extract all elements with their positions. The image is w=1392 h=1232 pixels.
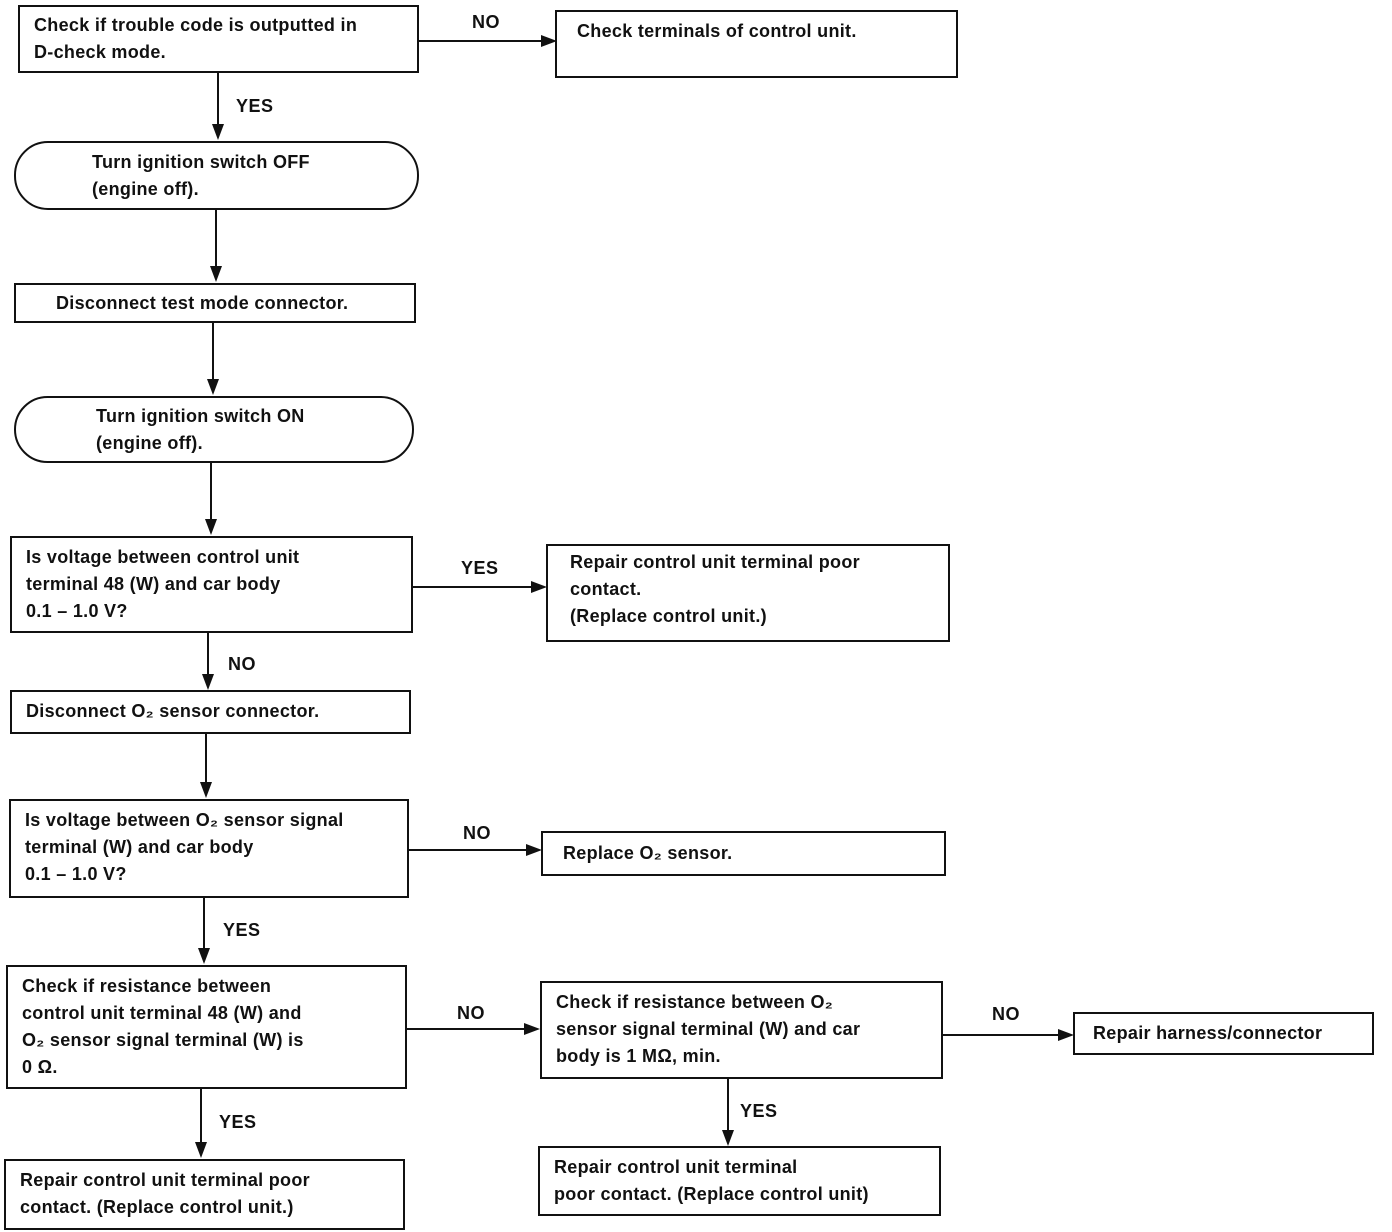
edge-label-yes: YES <box>740 1101 778 1121</box>
edge-label-yes: YES <box>223 920 261 940</box>
arrowhead <box>207 379 219 395</box>
edge-label-yes: YES <box>236 96 274 116</box>
edge-label-no: NO <box>463 823 491 843</box>
arrowhead <box>526 844 542 856</box>
arrowhead <box>541 35 557 47</box>
edge-label-no: NO <box>457 1003 485 1023</box>
disconnect-test-mode-box: Disconnect test mode connector. <box>14 283 416 323</box>
ignition-off-box: Turn ignition switch OFF (engine off). <box>14 141 419 210</box>
repair-poor-contact-3-box: Repair control unit terminal poor contac… <box>538 1146 941 1216</box>
arrowhead <box>531 581 547 593</box>
arrowhead <box>205 519 217 535</box>
edge-label-no: NO <box>992 1004 1020 1024</box>
arrowhead <box>210 266 222 282</box>
check-trouble-code-box: Check if trouble code is outputted in D-… <box>18 5 419 73</box>
arrowhead <box>722 1130 734 1146</box>
arrowhead <box>198 948 210 964</box>
repair-harness-box: Repair harness/connector <box>1073 1012 1374 1055</box>
repair-poor-contact-2-box: Repair control unit terminal poor contac… <box>4 1159 405 1230</box>
edge-label-yes: YES <box>461 558 499 578</box>
arrowhead <box>202 674 214 690</box>
voltage-terminal-48-box: Is voltage between control unit terminal… <box>10 536 413 633</box>
arrowhead <box>524 1023 540 1035</box>
edge-label-no: NO <box>228 654 256 674</box>
voltage-o2-signal-box: Is voltage between O₂ sensor signal term… <box>9 799 409 898</box>
resistance-48-o2-box: Check if resistance between control unit… <box>6 965 407 1089</box>
replace-o2-box: Replace O₂ sensor. <box>541 831 946 876</box>
resistance-o2-body-box: Check if resistance between O₂ sensor si… <box>540 981 943 1079</box>
ignition-on-box: Turn ignition switch ON (engine off). <box>14 396 414 463</box>
arrowhead <box>212 124 224 140</box>
arrowhead <box>195 1142 207 1158</box>
arrowhead <box>200 782 212 798</box>
disconnect-o2-box: Disconnect O₂ sensor connector. <box>10 690 411 734</box>
arrowhead <box>1058 1029 1074 1041</box>
edge-label-yes: YES <box>219 1112 257 1132</box>
check-terminals-box: Check terminals of control unit. <box>555 10 958 78</box>
edge-label-no: NO <box>472 12 500 32</box>
repair-poor-contact-1-box: Repair control unit terminal poor contac… <box>546 544 950 642</box>
